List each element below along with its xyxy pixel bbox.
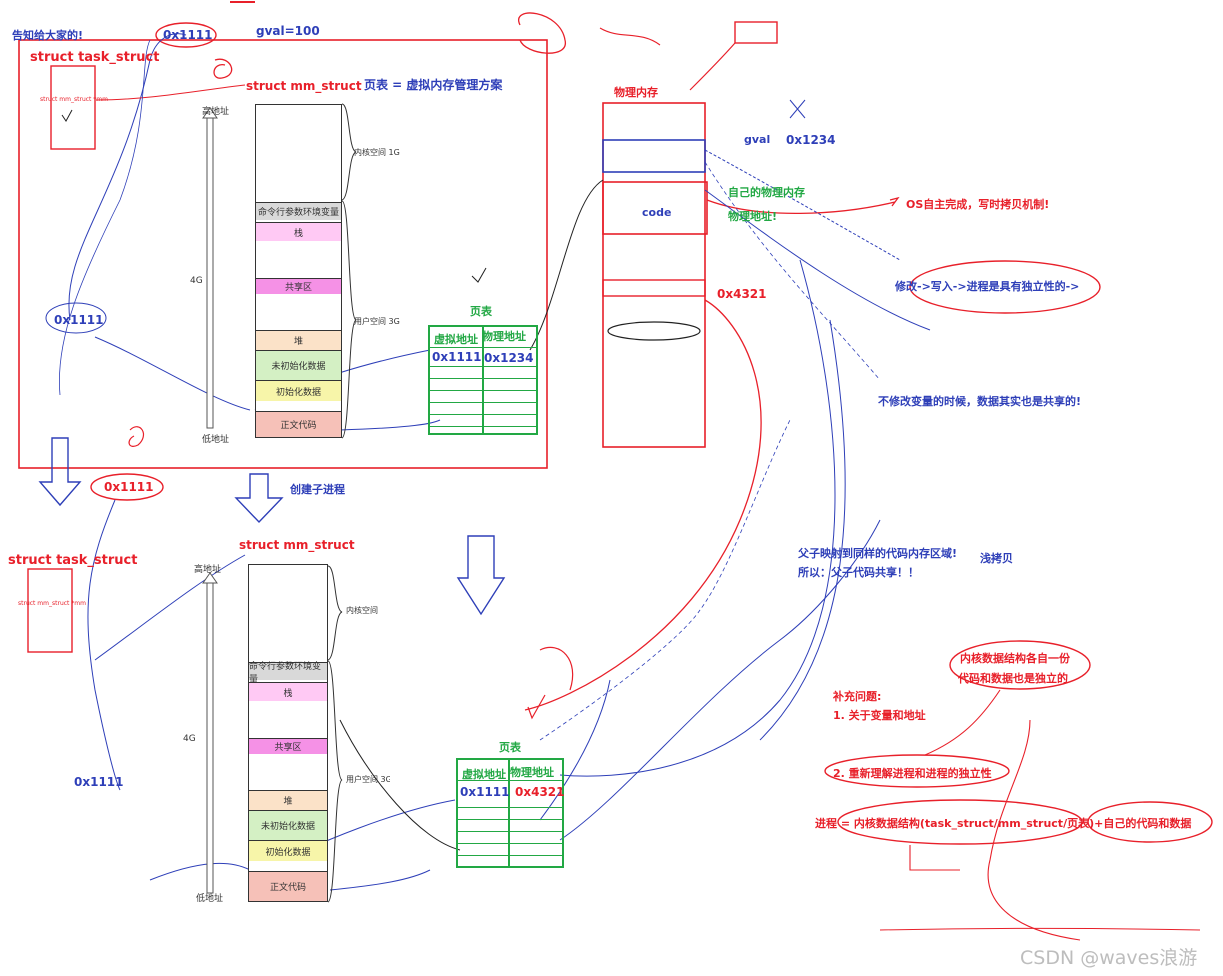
- segment-heap: 堆: [256, 330, 341, 350]
- mm-pointer-top: struct mm_struct *mm: [40, 96, 108, 103]
- page-table-title-top: 页表: [470, 305, 492, 318]
- mm-struct-label-bottom: struct mm_struct: [239, 538, 355, 552]
- segment-shared: 共享区: [249, 738, 327, 754]
- left-addr-bottom: 0x1111: [74, 775, 124, 789]
- kernel-space-top: 内核空间 1G: [354, 148, 400, 157]
- cow-note: OS自主完成，写时拷贝机制!: [906, 198, 1050, 211]
- segment-bss: 未初始化数据: [249, 810, 327, 840]
- segment-text: 正文代码: [249, 871, 327, 901]
- question-1: 1. 关于变量和地址: [833, 709, 926, 722]
- size-top: 4G: [190, 276, 203, 286]
- shallow-copy-note: 浅拷贝: [980, 552, 1013, 565]
- addr-circle-top: 0x1111: [163, 28, 213, 42]
- code-data-own-note: 代码和数据也是独立的: [958, 672, 1068, 685]
- mm-struct-label-top: struct mm_struct: [246, 79, 362, 93]
- supplement-title: 补充问题:: [833, 690, 882, 703]
- notice-text: 告知给大家的!: [12, 29, 84, 42]
- task-struct-box-bottom: [27, 568, 73, 653]
- page-table-title-bottom: 页表: [499, 741, 521, 754]
- phys-gval-label: gval: [744, 133, 771, 146]
- segment-shared: 共享区: [256, 278, 341, 294]
- gval-label: gval=100: [256, 24, 320, 38]
- left-addr-top: 0x1111: [54, 313, 104, 327]
- virtual-memory-bottom: 命令行参数环境变量 栈 共享区 堆 未初始化数据 初始化数据 正文代码: [248, 564, 328, 902]
- high-addr-bottom: 高地址: [194, 565, 222, 575]
- question-2: 2. 重新理解进程和进程的独立性: [833, 767, 992, 780]
- code-block: [602, 181, 708, 235]
- segment-data: 初始化数据: [256, 380, 341, 401]
- phys-code-label: code: [642, 206, 672, 219]
- segment-data: 初始化数据: [249, 840, 327, 861]
- page-table-note: 页表 = 虚拟内存管理方案: [364, 78, 503, 92]
- down-arrow-right: [456, 535, 506, 616]
- down-arrow-left: [38, 437, 82, 507]
- phys-addr2-label: 0x4321: [717, 287, 767, 301]
- physical-address-label: 物理地址!: [728, 210, 778, 223]
- pt-bottom-header-physical: 物理地址: [510, 766, 554, 779]
- top-right-box: [734, 21, 778, 44]
- pt-bottom-virtual-value: 0x1111: [460, 785, 510, 799]
- down-arrow-middle: [234, 473, 284, 524]
- share-data-note: 不修改变量的时候，数据其实也是共享的!: [878, 395, 1082, 408]
- physical-memory-frame: [602, 102, 706, 448]
- virtual-memory-top: 命令行参数环境变量 栈 共享区 堆 未初始化数据 初始化数据 正文代码: [255, 104, 342, 438]
- low-addr-top: 低地址: [202, 435, 230, 445]
- modify-note: 修改->写入->进程是具有独立性的->: [895, 280, 1080, 293]
- pt-top-virtual-value: 0x1111: [432, 350, 482, 364]
- pt-bottom-header-virtual: 虚拟地址: [462, 768, 506, 781]
- process-formula: 进程 = 内核数据结构(task_struct/mm_struct/页表)+自己…: [815, 817, 1192, 830]
- own-physical-mem: 自己的物理内存: [728, 186, 805, 199]
- segment-stack: 栈: [249, 682, 327, 701]
- page-table-bottom: [456, 758, 564, 868]
- segment-args: 命令行参数环境变量: [256, 202, 341, 220]
- task-struct-label-bottom: struct task_struct: [8, 553, 138, 568]
- addr-circle-middle: 0x1111: [104, 480, 154, 494]
- task-struct-label-top: struct task_struct: [30, 50, 160, 65]
- mm-pointer-bottom: struct mm_struct *mm: [18, 600, 86, 607]
- kernel-own-note: 内核数据结构各自一份: [960, 652, 1070, 665]
- segment-bss: 未初始化数据: [256, 350, 341, 380]
- segment-stack: 栈: [256, 222, 341, 241]
- watermark: CSDN @waves浪游: [1020, 947, 1198, 969]
- share-code-note-1: 父子映射到同样的代码内存区域!: [798, 547, 958, 560]
- pt-bottom-physical-value: 0x4321: [515, 785, 565, 799]
- size-bottom: 4G: [183, 734, 196, 744]
- low-addr-bottom: 低地址: [196, 894, 224, 904]
- kernel-space-bottom: 内核空间 1G: [346, 606, 378, 615]
- share-code-note-2: 所以：父子代码共享！！: [798, 566, 919, 579]
- user-space-bottom: 用户空间 3G: [346, 775, 390, 784]
- segment-text: 正文代码: [256, 411, 341, 437]
- page-table-top: [428, 325, 538, 435]
- gval-block: [602, 139, 706, 173]
- pt-top-header-physical: 物理地址: [482, 330, 526, 343]
- pt-top-physical-value: 0x1234: [484, 351, 534, 365]
- phys-gval-addr: 0x1234: [786, 133, 836, 147]
- segment-args: 命令行参数环境变量: [249, 662, 327, 685]
- create-child-label: 创建子进程: [290, 483, 345, 496]
- pt-top-header-virtual: 虚拟地址: [434, 333, 478, 346]
- process-frame: [18, 39, 548, 469]
- addr2-block: [602, 279, 706, 297]
- physical-memory-title: 物理内存: [614, 86, 658, 99]
- user-space-top: 用户空间 3G: [354, 317, 400, 326]
- segment-heap: 堆: [249, 790, 327, 810]
- high-addr-top: 高地址: [202, 107, 230, 117]
- task-struct-box-top: [50, 65, 96, 150]
